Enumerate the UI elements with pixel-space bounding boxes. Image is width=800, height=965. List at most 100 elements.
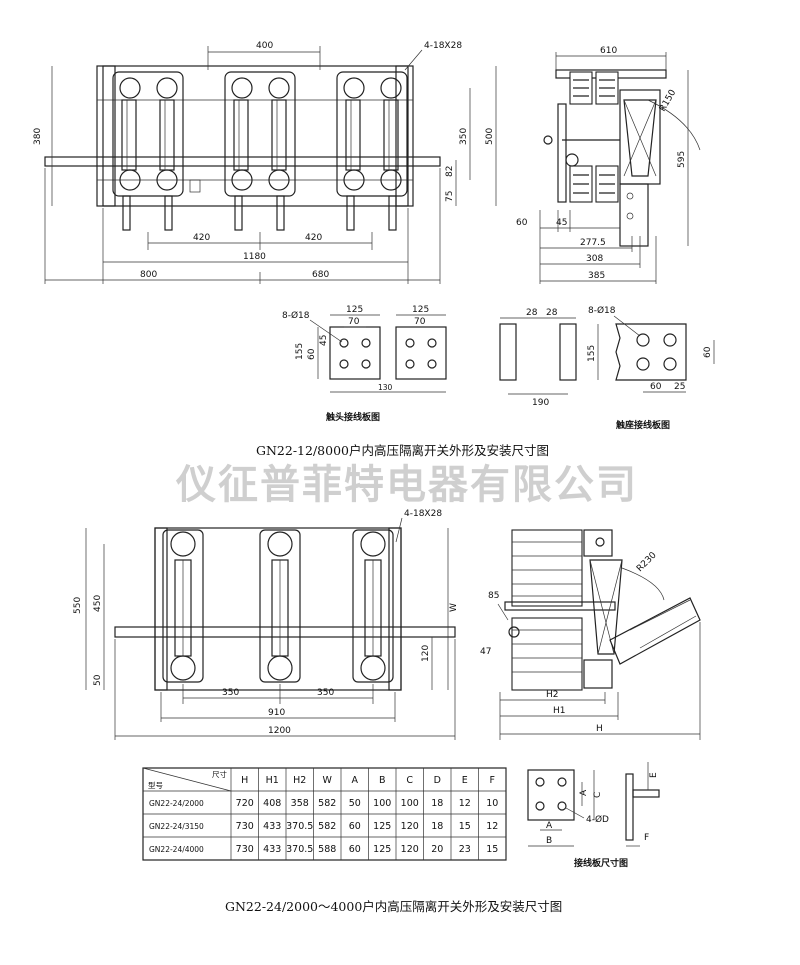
b-dim-47: 47	[480, 647, 491, 657]
seat-dim-holes: 8-Ø18	[588, 305, 616, 316]
top-pole-1	[112, 71, 184, 231]
table-cell: 125	[373, 844, 391, 855]
dim-350: 350	[459, 128, 469, 145]
table-cell: 730	[236, 821, 254, 832]
b-dim-r230: R230	[635, 550, 659, 574]
contact-dim-70-b: 70	[414, 317, 426, 327]
table-cell: 60	[349, 844, 361, 855]
b-dim-mount-holes: 4-18X28	[404, 509, 442, 519]
table-row-model: GN22-24/2000	[149, 799, 204, 808]
table-cell: 18	[431, 821, 443, 832]
table-cell: 588	[318, 844, 336, 855]
table-cell: 358	[291, 798, 309, 809]
table-header-cell: B	[379, 775, 386, 786]
table-cell: 408	[263, 798, 281, 809]
dim-45: 45	[556, 218, 567, 228]
plate-detail-drawing: A C A B 4-ØD E F 接线板尺寸图	[527, 762, 660, 869]
contact-dim-holes: 8-Ø18	[282, 310, 310, 321]
table-cell: 125	[373, 821, 391, 832]
table-corner-top: 尺寸	[212, 769, 227, 779]
contact-dim-155: 155	[295, 343, 305, 360]
table-cell: 120	[401, 844, 419, 855]
seat-plate-label: 触座接线板图	[615, 419, 670, 431]
contact-dim-60: 60	[307, 348, 317, 360]
seat-dim-25: 25	[674, 382, 685, 392]
b-dim-w: W	[449, 603, 459, 612]
table-cell: 20	[431, 844, 443, 855]
dim-400: 400	[256, 41, 273, 51]
table-cell: 433	[263, 844, 281, 855]
table-header-cell: D	[434, 775, 441, 786]
seat-dim-28-b: 28	[546, 308, 558, 318]
b-dim-1200: 1200	[268, 726, 291, 736]
table-cell: 100	[401, 798, 419, 809]
b-dim-h: H	[596, 724, 603, 734]
dim-385: 385	[588, 271, 605, 281]
table-cell: 370.5	[286, 821, 313, 832]
dim-680: 680	[312, 270, 329, 280]
table-row-model: GN22-24/4000	[149, 845, 204, 854]
top-pole-2	[224, 71, 296, 231]
bottom-caption: GN22-24/2000～4000户内高压隔离开关外形及安装尺寸图	[225, 899, 562, 914]
dim-610: 610	[600, 46, 617, 56]
b-dim-h2: H2	[546, 690, 559, 700]
bottom-pole-3	[352, 529, 394, 683]
b-dim-h1: H1	[553, 706, 566, 716]
table-corner-bottom: 型号	[148, 781, 163, 790]
bottom-front-view: 4-18X28 550 450 50 120 W 350 350 910 120…	[73, 509, 459, 740]
contact-plate-label: 触头接线板图	[325, 411, 380, 423]
table-cell: 730	[236, 844, 254, 855]
table-header-cell: C	[406, 775, 413, 786]
b-dim-350-b: 350	[317, 688, 334, 698]
b-dim-910: 910	[268, 708, 285, 718]
dim-420-a: 420	[193, 233, 210, 243]
bottom-pole-2	[259, 529, 301, 683]
contact-plate-drawing: 125 70 125 70 8-Ø18 155 60 45 130 触头接线板图	[282, 305, 447, 423]
seat-plate-drawing: 28 28 190 155 8-Ø18 60 60 25 触座接线板图	[499, 305, 715, 431]
dim-308: 308	[586, 254, 603, 264]
dim-420-b: 420	[305, 233, 322, 243]
table-cell: 10	[486, 798, 498, 809]
company-watermark: 仪征普菲特电器有限公司	[175, 462, 638, 508]
table-cell: 18	[431, 798, 443, 809]
dim-277-5: 277.5	[580, 238, 606, 248]
dim-380: 380	[33, 128, 43, 145]
table-header-cell: H1	[266, 775, 279, 786]
table-cell: 60	[349, 821, 361, 832]
table-cell: 15	[486, 844, 498, 855]
table-cell: 433	[263, 821, 281, 832]
b-dim-50: 50	[93, 674, 103, 686]
seat-dim-190: 190	[532, 398, 549, 408]
seat-dim-155: 155	[587, 345, 597, 362]
contact-dim-45: 45	[319, 335, 329, 346]
bottom-pole-1	[162, 529, 204, 683]
plate-dim-a-h: A	[546, 821, 553, 831]
dim-mount-holes: 4-18X28	[424, 41, 462, 51]
plate-dim-f: F	[644, 833, 649, 843]
table-header-cell: E	[462, 775, 468, 786]
dim-595: 595	[677, 151, 687, 168]
table-cell: 12	[486, 821, 498, 832]
top-front-view: 400 4-18X28 380 350 500 75 82 420 420 11…	[33, 41, 497, 284]
table-cell: 370.5	[286, 844, 313, 855]
plate-dim-e: E	[649, 772, 659, 778]
b-dim-120: 120	[421, 645, 431, 662]
table-header-cell: W	[323, 775, 333, 786]
table-cell: 50	[349, 798, 361, 809]
plate-dim-holes: 4-ØD	[586, 814, 609, 825]
bottom-side-view: R230 85 47 H2 H1 H	[480, 529, 701, 740]
seat-dim-60-v: 60	[703, 346, 713, 358]
table-cell: 23	[459, 844, 471, 855]
table-cell: 12	[459, 798, 471, 809]
plate-detail-label: 接线板尺寸图	[574, 857, 628, 869]
table-cell: 582	[318, 821, 336, 832]
top-caption: GN22-12/8000户内高压隔离开关外形及安装尺寸图	[256, 443, 549, 458]
table-header-cell: H	[241, 775, 248, 786]
table-row-model: GN22-24/3150	[149, 822, 204, 831]
contact-dim-125-b: 125	[412, 305, 429, 315]
table-header-cell: F	[490, 775, 495, 786]
top-pole-3	[336, 71, 408, 231]
